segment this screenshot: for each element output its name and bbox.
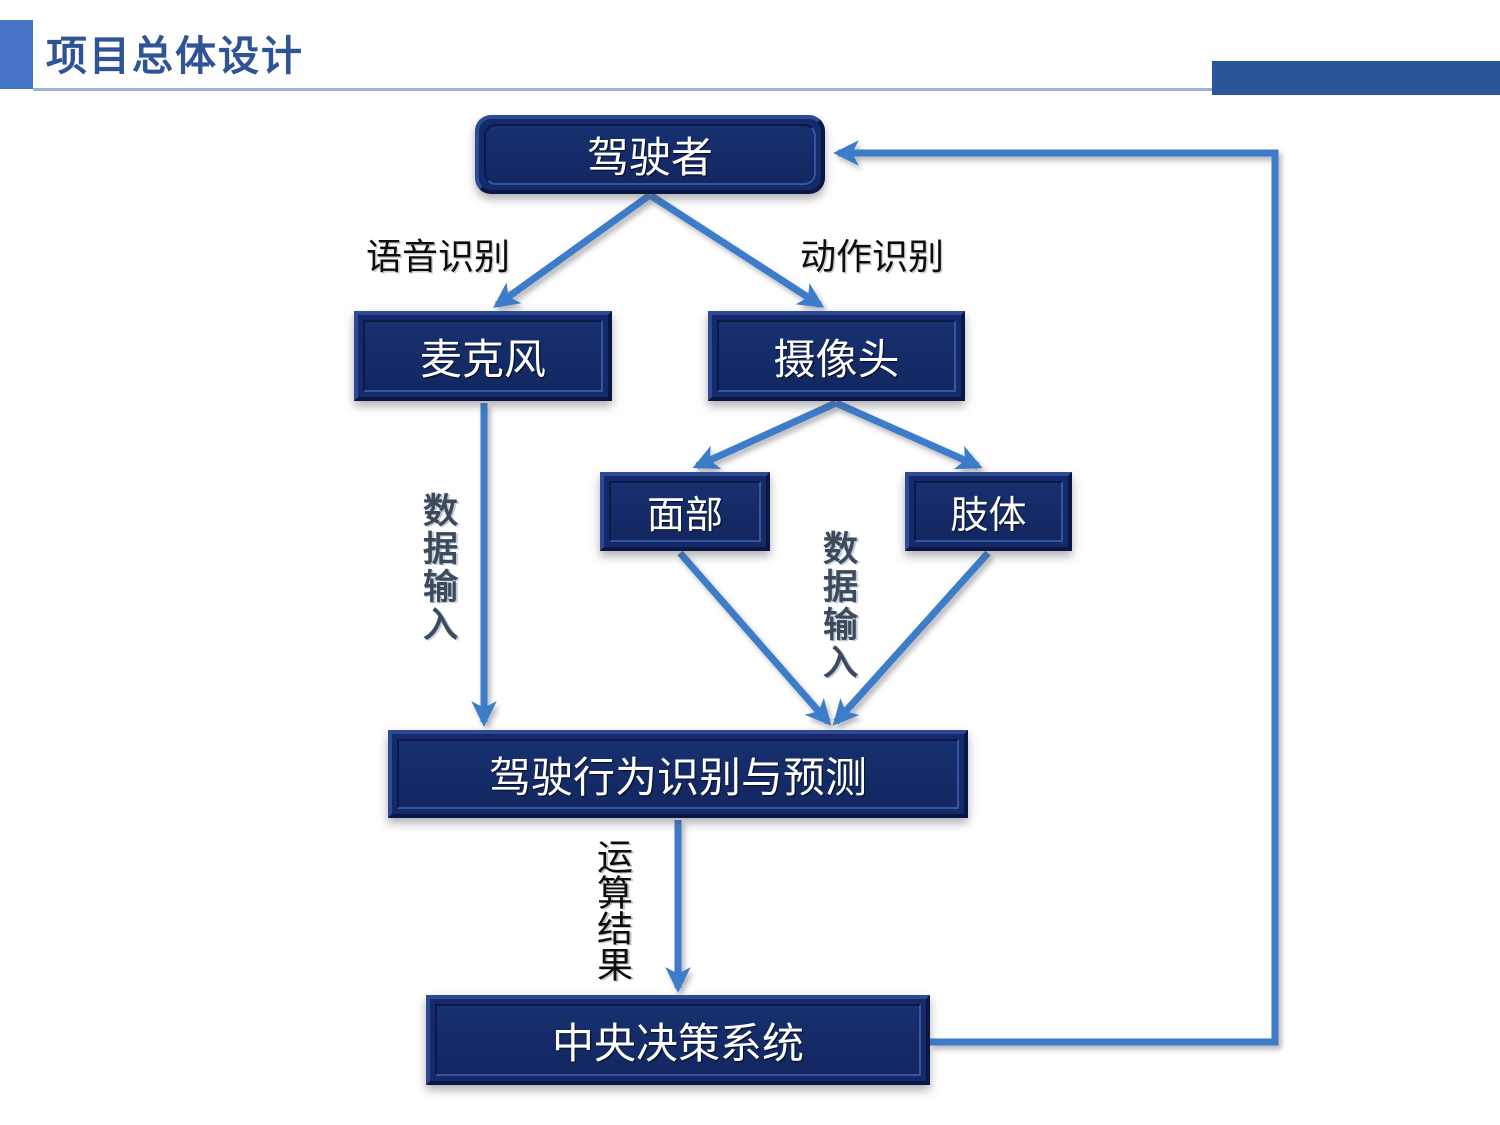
edge-face-behavior xyxy=(677,550,832,726)
page-title: 项目总体设计 xyxy=(46,33,304,79)
node-limb[interactable]: 肢体 xyxy=(905,472,1072,551)
edge-camera-face xyxy=(692,399,838,470)
node-behavior-recognition[interactable]: 驾驶行为识别与预测 xyxy=(388,730,968,818)
node-label: 肢体 xyxy=(950,495,1027,537)
edge-label-data-input-mic: 数据输入 xyxy=(418,492,457,644)
node-label: 面部 xyxy=(646,495,723,537)
node-face[interactable]: 面部 xyxy=(600,472,770,551)
node-driver[interactable]: 驾驶者 xyxy=(475,115,825,194)
node-label: 麦克风 xyxy=(419,337,546,384)
edge-limb-behavior xyxy=(832,550,991,726)
edge-camera-limb xyxy=(834,399,983,470)
node-label: 摄像头 xyxy=(773,337,900,384)
header-divider xyxy=(33,88,1500,91)
node-microphone[interactable]: 麦克风 xyxy=(354,311,612,401)
node-camera[interactable]: 摄像头 xyxy=(708,311,965,401)
edge-driver-microphone xyxy=(493,192,653,308)
edge-label-voice-recognition: 语音识别 xyxy=(366,237,511,277)
node-label: 中央决策系统 xyxy=(551,1021,804,1068)
node-central-decision-system[interactable]: 中央决策系统 xyxy=(426,995,930,1085)
slide-header: 项目总体设计 xyxy=(0,0,1500,95)
edge-driver-camera xyxy=(648,192,825,308)
header-accent-block-right xyxy=(1212,61,1500,95)
node-label: 驾驶行为识别与预测 xyxy=(488,755,867,802)
node-label: 驾驶者 xyxy=(586,136,713,182)
edge-decision-driver-feedback xyxy=(833,140,1279,1046)
edge-label-motion-recognition: 动作识别 xyxy=(800,237,945,277)
edge-label-computation-result: 运算结果 xyxy=(592,838,632,982)
edge-label-data-input-camera: 数据输入 xyxy=(818,530,857,682)
header-accent-bar xyxy=(0,20,33,89)
